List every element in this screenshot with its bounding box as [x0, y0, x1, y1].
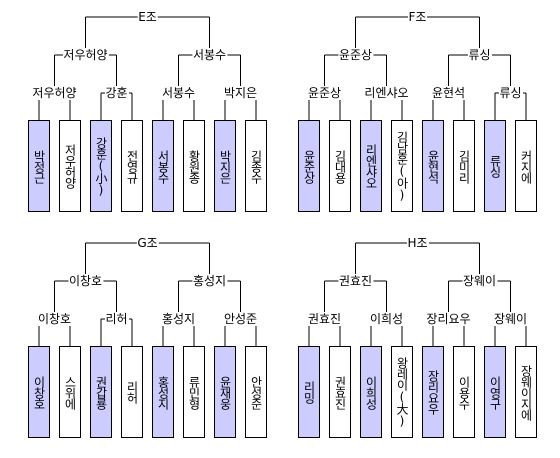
- player-name: 리허: [125, 381, 139, 403]
- final-right-name: 류싱: [467, 48, 492, 62]
- player-box: 안성준: [245, 346, 267, 438]
- player-name: 이희성: [364, 375, 378, 409]
- player-box: 김미리: [453, 120, 475, 212]
- semifinal-name: 박지은: [222, 86, 259, 100]
- final-left-name: 권효진: [337, 274, 374, 288]
- player-box: 박지은: [214, 120, 236, 212]
- player-name: 윤준상: [302, 149, 316, 183]
- player-box: 리밍: [298, 346, 320, 438]
- player-name: 윤현석: [426, 149, 440, 183]
- player-name: 이용수: [457, 375, 471, 409]
- final-left-name: 저우허양: [62, 48, 109, 62]
- player-box: 강훈(小): [90, 120, 112, 212]
- player-name: 서봉수: [156, 149, 170, 183]
- player-name: 리밍: [302, 381, 316, 403]
- player-box: 류싱: [484, 120, 506, 212]
- player-box: 김종수: [245, 120, 267, 212]
- semifinal-name: 리엔샤오: [363, 86, 410, 100]
- player-name: 김남훈(아): [395, 131, 409, 201]
- player-box: 윤현석: [422, 120, 444, 212]
- group-title: G조: [136, 236, 159, 250]
- player-box: 이창호: [28, 346, 50, 438]
- player-name: 커지에: [519, 149, 533, 183]
- final-right-name: 홍성지: [191, 274, 228, 288]
- player-box: 리엔샤오: [360, 120, 382, 212]
- player-box: 서봉수: [152, 120, 174, 212]
- semifinal-name: 이희성: [368, 312, 405, 326]
- semifinal-name: 권효진: [306, 312, 343, 326]
- player-name: 김종수: [249, 149, 263, 183]
- player-name: 김대용: [333, 149, 347, 183]
- player-name: 장리요우: [426, 370, 440, 414]
- player-box: 이희성: [360, 346, 382, 438]
- player-box: 황원종: [183, 120, 205, 212]
- player-box: 윤준상: [298, 120, 320, 212]
- final-right-name: 장웨이: [461, 274, 498, 288]
- group-title: F조: [407, 10, 428, 24]
- final-left-name: 윤준상: [337, 48, 374, 62]
- player-name: 황원종: [187, 149, 201, 183]
- final-right-name: 서봉수: [191, 48, 228, 62]
- player-name: 윤재웅: [218, 375, 232, 409]
- player-box: 권효진: [329, 346, 351, 438]
- player-name: 전영규: [125, 149, 139, 183]
- semifinal-name: 강훈: [104, 86, 129, 100]
- player-box: 이용수: [453, 346, 475, 438]
- player-box: 왕레이(大): [391, 346, 413, 438]
- semifinal-name: 저우허양: [31, 86, 78, 100]
- player-name: 리엔샤오: [364, 144, 378, 188]
- group-title: E조: [137, 10, 158, 24]
- player-box: 이영구: [484, 346, 506, 438]
- player-name: 이창호: [32, 375, 46, 409]
- player-box: 커지에: [515, 120, 537, 212]
- player-name: 홍성지: [156, 375, 170, 409]
- player-name: 권효진: [333, 375, 347, 409]
- semifinal-name: 장웨이: [492, 312, 529, 326]
- player-name: 저우허양: [63, 144, 77, 188]
- player-box: 류민형: [183, 346, 205, 438]
- player-name: 강훈(小): [94, 136, 108, 196]
- player-name: 류싱: [488, 155, 502, 177]
- player-box: 박정근: [28, 120, 50, 212]
- semifinal-name: 윤준상: [306, 86, 343, 100]
- semifinal-name: 이창호: [36, 312, 73, 326]
- player-box: 장웨이지에: [515, 346, 537, 438]
- semifinal-name: 리허: [104, 312, 129, 326]
- semifinal-name: 서봉수: [160, 86, 197, 100]
- semifinal-name: 윤현석: [430, 86, 467, 100]
- player-name: 김미리: [457, 149, 471, 183]
- final-left-name: 이창호: [67, 274, 104, 288]
- player-name: 왕레이(大): [395, 357, 409, 427]
- player-box: 저우허양: [59, 120, 81, 212]
- player-box: 권갑룡: [90, 346, 112, 438]
- player-box: 김대용: [329, 120, 351, 212]
- player-box: 스위에: [59, 346, 81, 438]
- player-name: 이영구: [488, 375, 502, 409]
- group-title: H조: [406, 236, 429, 250]
- player-box: 장리요우: [422, 346, 444, 438]
- player-box: 윤재웅: [214, 346, 236, 438]
- player-name: 류민형: [187, 375, 201, 409]
- semifinal-name: 홍성지: [160, 312, 197, 326]
- player-name: 장웨이지에: [519, 364, 533, 420]
- player-name: 박지은: [218, 149, 232, 183]
- player-box: 홍성지: [152, 346, 174, 438]
- player-box: 리허: [121, 346, 143, 438]
- player-name: 권갑룡: [94, 375, 108, 409]
- player-name: 스위에: [63, 375, 77, 409]
- semifinal-name: 안성준: [222, 312, 259, 326]
- player-name: 안성준: [249, 375, 263, 409]
- semifinal-name: 장리요우: [425, 312, 472, 326]
- semifinal-name: 류싱: [498, 86, 523, 100]
- player-box: 김남훈(아): [391, 120, 413, 212]
- player-name: 박정근: [32, 149, 46, 183]
- player-box: 전영규: [121, 120, 143, 212]
